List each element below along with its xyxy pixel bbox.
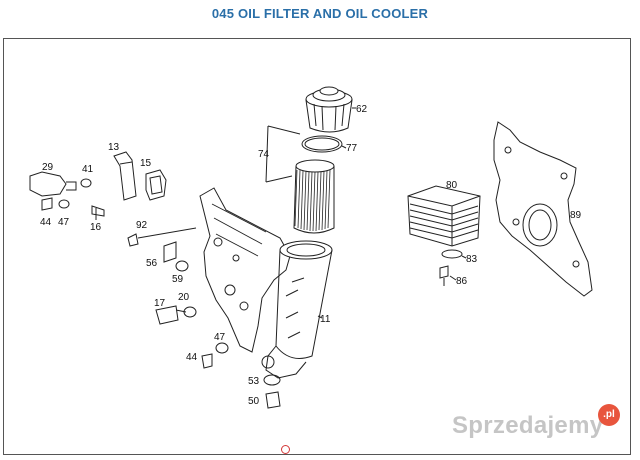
bolt-92 (127, 227, 197, 247)
leader-83 (461, 255, 467, 259)
callout-47a: 47 (58, 217, 70, 228)
callout-16: 16 (90, 222, 102, 233)
callout-80: 80 (446, 180, 458, 191)
callout-20: 20 (178, 292, 190, 303)
watermark-logo: Sprzedajemy (452, 412, 604, 439)
sensor-29 (29, 171, 77, 197)
circle-marker-icon[interactable] (281, 445, 290, 454)
callout-47b: 47 (214, 332, 226, 343)
plug-56 (163, 241, 177, 263)
seal-20 (183, 306, 197, 318)
oil-cooler (407, 185, 481, 247)
callout-44b: 44 (186, 352, 198, 363)
callout-44a: 44 (40, 217, 52, 228)
leader-77 (341, 145, 347, 149)
leader-11 (317, 315, 323, 319)
washer-41 (80, 178, 92, 188)
diagram-frame (3, 38, 631, 455)
seal-47a (58, 199, 70, 209)
callout-74: 74 (258, 149, 270, 160)
watermark-badge: .pl (598, 404, 620, 426)
filter-element (293, 159, 335, 234)
seal-53 (263, 374, 281, 386)
gasket (493, 121, 593, 297)
diagram-title: 045 OIL FILTER AND OIL COOLER (211, 6, 429, 21)
callout-59: 59 (172, 274, 184, 285)
pipe-13 (113, 151, 137, 201)
callout-17: 17 (154, 298, 166, 309)
callout-83: 83 (466, 254, 478, 265)
callout-86: 86 (456, 276, 468, 287)
callout-77: 77 (346, 143, 358, 154)
plug-50 (265, 391, 281, 409)
bolt-16 (91, 205, 105, 220)
o-ring-77 (301, 135, 343, 153)
callout-62: 62 (356, 104, 368, 115)
callout-53: 53 (248, 376, 260, 387)
callout-89: 89 (570, 210, 582, 221)
bracket-74 (265, 125, 301, 183)
seal-59 (175, 260, 189, 272)
callout-29: 29 (42, 162, 54, 173)
seal-47b (215, 342, 229, 354)
callout-56: 56 (146, 258, 158, 269)
callout-13: 13 (108, 142, 120, 153)
callout-11: 11 (320, 314, 331, 325)
o-ring-77-inner (304, 137, 340, 151)
callout-92: 92 (136, 220, 148, 231)
callout-15: 15 (140, 158, 152, 169)
seal-83 (441, 249, 463, 259)
filter-cap (305, 86, 353, 133)
plug-44a (41, 197, 53, 211)
callout-50: 50 (248, 396, 260, 407)
callout-41: 41 (82, 164, 94, 175)
gasket-15 (145, 169, 167, 201)
bolt-86 (439, 265, 449, 286)
plug-44b (201, 353, 213, 369)
filter-housing (199, 187, 333, 379)
leader-86 (449, 275, 457, 281)
